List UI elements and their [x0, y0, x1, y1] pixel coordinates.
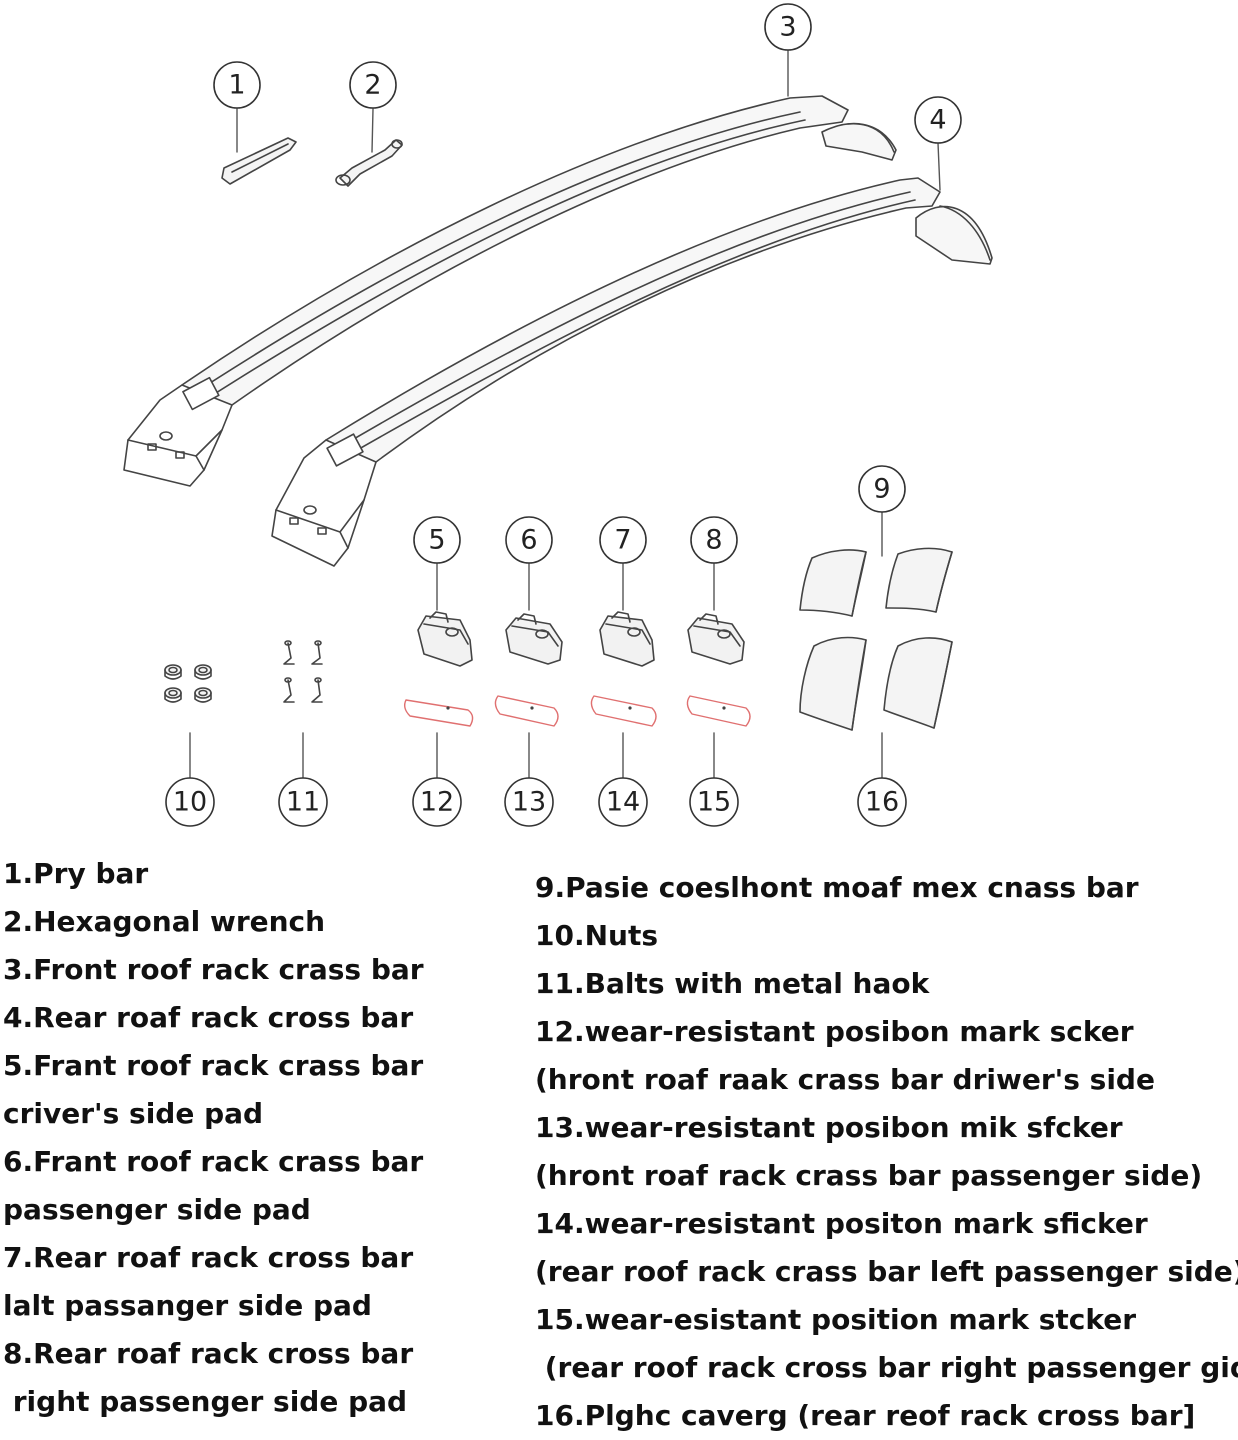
legend-line: 1.Pry bar: [3, 857, 149, 890]
legend-line: 14.wear-resistant positon mark sficker: [535, 1207, 1148, 1240]
plastic-covers-part-9: [799, 547, 953, 617]
callout-10: 10: [173, 787, 207, 818]
position-sticker-part-14: [590, 695, 657, 727]
callout-2: 2: [364, 70, 381, 101]
legend-line: right passenger side pad: [3, 1385, 408, 1418]
legend-line: (rear roof rack crass bar left passenger…: [535, 1255, 1238, 1288]
legend-line: 15.wear-esistant position mark stcker: [535, 1303, 1137, 1336]
callout-4: 4: [929, 105, 946, 136]
right-passenger-side-pad-part-8: [687, 613, 745, 665]
legend-line: 3.Front roof rack crass bar: [3, 953, 424, 986]
legend-line: 4.Rear roaf rack cross bar: [3, 1001, 414, 1034]
legend-line: 13.wear-resistant posibon mik sfcker: [535, 1111, 1123, 1144]
plastic-covers-part-16: [799, 636, 953, 731]
callout-3: 3: [779, 12, 796, 43]
callout-8: 8: [705, 525, 722, 556]
bolts-part-11: [283, 640, 323, 703]
callout-7: 7: [614, 525, 631, 556]
hexagonal-wrench-part: [335, 139, 403, 187]
legend-line: 6.Frant roof rack crass bar: [3, 1145, 424, 1178]
legend-line: (hront roaf raak crass bar driwer's side: [535, 1063, 1155, 1096]
legend-line: 2.Hexagonal wrench: [3, 905, 326, 938]
legend-line: passenger side pad: [3, 1193, 311, 1226]
left-passenger-side-pad-part-7: [599, 611, 655, 667]
callout-6: 6: [520, 525, 537, 556]
legend-line: 5.Frant roof rack crass bar: [3, 1049, 424, 1082]
legend-line: 8.Rear roaf rack cross bar: [3, 1337, 414, 1370]
position-sticker-part-12: [403, 699, 474, 727]
legend-line: lalt passanger side pad: [3, 1289, 372, 1322]
position-sticker-part-15: [686, 695, 751, 727]
legend-line: 10.Nuts: [535, 919, 659, 952]
callout-14: 14: [606, 787, 640, 818]
rear-cross-bar-part: [271, 177, 993, 567]
callout-11: 11: [286, 787, 320, 818]
callout-15: 15: [697, 787, 731, 818]
callout-5: 5: [428, 525, 445, 556]
legend-line: 12.wear-resistant posibon mark scker: [535, 1015, 1134, 1048]
parts-legend-left: 1.Pry bar 2.Hexagonal wrench 3.Front roo…: [3, 850, 523, 1426]
nuts-part-10: [164, 664, 212, 703]
callout-1: 1: [228, 70, 245, 101]
driver-side-pad-part-5: [417, 611, 473, 667]
callout-9: 9: [873, 474, 890, 505]
position-sticker-part-13: [494, 695, 559, 727]
legend-line: 16.Plghc caverg (rear reof rack cross ba…: [535, 1399, 1196, 1432]
legend-line: criver's side pad: [3, 1097, 264, 1130]
callout-13: 13: [512, 787, 546, 818]
legend-line: 11.Balts with metal haok: [535, 967, 930, 1000]
parts-legend-right: 9.Pasie coeslhont moaf mex cnass bar 10.…: [535, 864, 1238, 1440]
exploded-parts-diagram: 1 2 3 4 5 6 7 8 9 10 11 12 13 14 15 16: [123, 3, 993, 827]
front-cross-bar-part: [123, 95, 897, 487]
legend-line: 7.Rear roaf rack cross bar: [3, 1241, 414, 1274]
callout-12: 12: [420, 787, 454, 818]
legend-line: (hront roaf rack crass bar passenger sid…: [535, 1159, 1203, 1192]
callout-16: 16: [865, 787, 899, 818]
legend-line: 9.Pasie coeslhont moaf mex cnass bar: [535, 871, 1139, 904]
passenger-side-pad-part-6: [505, 613, 563, 665]
legend-line: (rear roof rack cross bar right passenge…: [535, 1351, 1238, 1384]
pry-bar-part: [221, 137, 297, 185]
